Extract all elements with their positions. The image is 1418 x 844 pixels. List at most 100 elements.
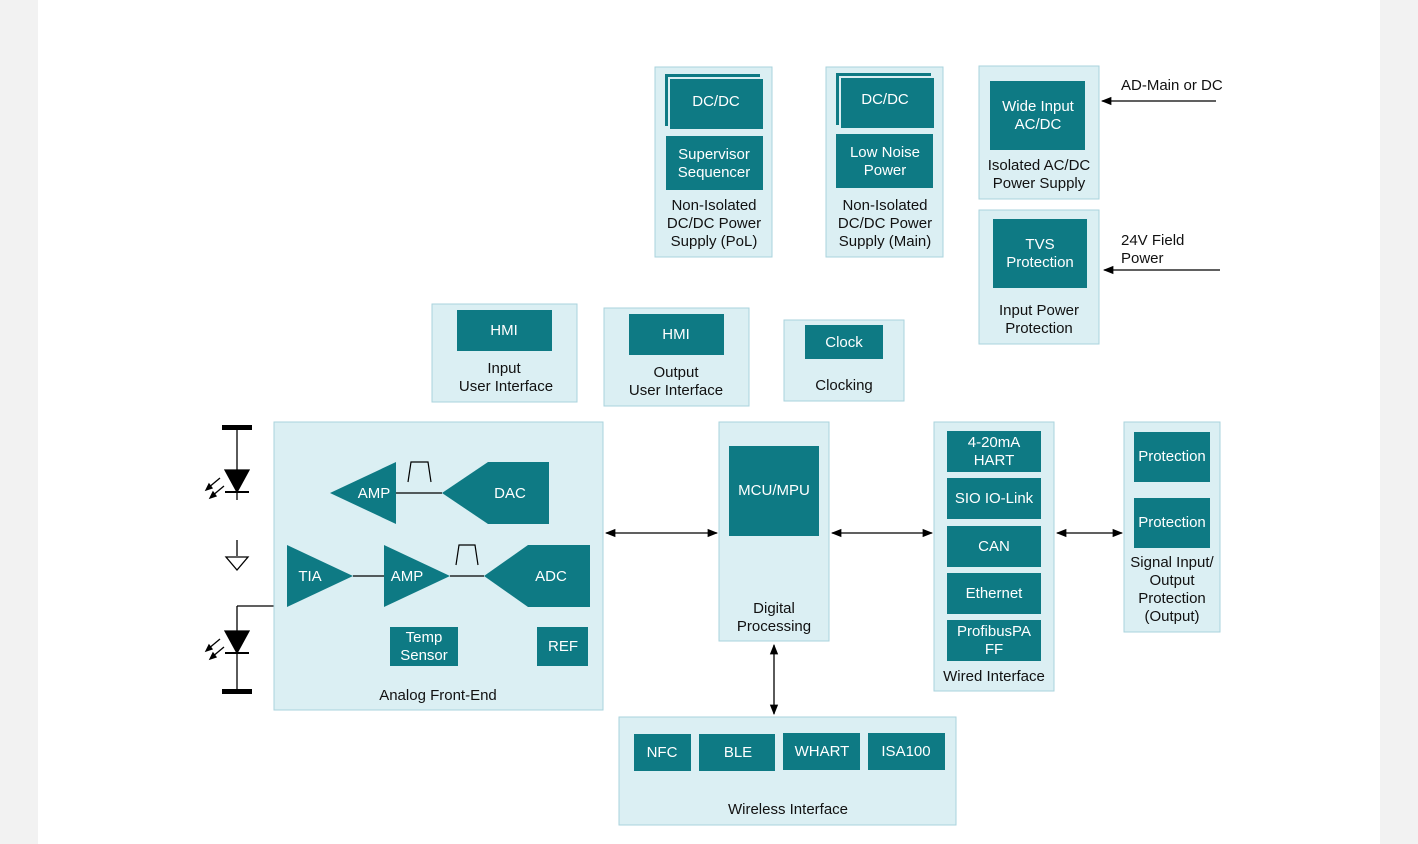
hart-chip bbox=[947, 431, 1041, 472]
can-label: CAN bbox=[978, 538, 1010, 555]
amp-label: AMP bbox=[391, 568, 424, 585]
hart-label-1: 4-20mA bbox=[968, 434, 1021, 451]
clock-label: Clock bbox=[825, 334, 863, 351]
can-chip bbox=[947, 526, 1041, 567]
isolated-caption-1: Isolated AC/DC bbox=[988, 157, 1091, 174]
diagram-canvas: DC/DC Supervisor Sequencer Non-Isolated … bbox=[38, 0, 1380, 844]
top-rail bbox=[222, 425, 252, 430]
afe-caption: Analog Front-End bbox=[379, 687, 497, 704]
protection-chip-1 bbox=[1134, 432, 1210, 482]
temp-sensor-label-2: Sensor bbox=[400, 647, 448, 664]
signal-caption-1: Signal Input/ bbox=[1130, 554, 1214, 571]
hmi-output-caption-1: Output bbox=[653, 364, 699, 381]
mcu-chip bbox=[729, 446, 819, 536]
amp-top-label: AMP bbox=[358, 485, 391, 502]
amp-top-triangle bbox=[330, 462, 396, 524]
wireless-caption: Wireless Interface bbox=[728, 801, 848, 818]
tvs-chip bbox=[993, 219, 1087, 288]
wired-caption: Wired Interface bbox=[943, 668, 1045, 685]
pol-caption-1: Non-Isolated bbox=[671, 197, 756, 214]
low-noise-label-2: Power bbox=[864, 162, 907, 179]
bottom-rail bbox=[222, 689, 252, 694]
low-noise-chip bbox=[836, 134, 933, 188]
supervisor-label-2: Sequencer bbox=[678, 164, 751, 181]
adc-shape bbox=[484, 545, 590, 607]
field-power-label-1: 24V Field bbox=[1121, 232, 1184, 249]
digital-caption-1: Digital bbox=[753, 600, 795, 617]
wide-input-label-1: Wide Input bbox=[1002, 98, 1075, 115]
main-caption-1: Non-Isolated bbox=[842, 197, 927, 214]
signal-caption-4: (Output) bbox=[1144, 608, 1199, 625]
clocking-block: Clock Clocking bbox=[783, 319, 905, 402]
tvs-label-1: TVS bbox=[1025, 236, 1054, 253]
sensor-circuit bbox=[204, 425, 274, 694]
ethernet-label: Ethernet bbox=[966, 585, 1024, 602]
tvs-label-2: Protection bbox=[1006, 254, 1074, 271]
ble-chip bbox=[699, 734, 775, 771]
input-protection-caption-1: Input Power bbox=[999, 302, 1079, 319]
hmi-input-label: HMI bbox=[490, 322, 518, 339]
main-dcdc-chip bbox=[839, 76, 936, 130]
wide-input-chip bbox=[990, 81, 1085, 150]
main-caption-3: Supply (Main) bbox=[839, 233, 932, 250]
nfc-label: NFC bbox=[647, 744, 678, 761]
profibus-label-2: FF bbox=[985, 641, 1003, 658]
analog-front-end-block: AMP DAC TIA AMP ADC Temp Sensor REF Anal… bbox=[273, 421, 604, 711]
mcu-label: MCU/MPU bbox=[738, 482, 810, 499]
wired-interface-block: 4-20mA HART SIO IO-Link CAN Ethernet Pro… bbox=[933, 421, 1055, 692]
profibus-chip bbox=[947, 620, 1041, 661]
isolated-power-block: Wide Input AC/DC Isolated AC/DC Power Su… bbox=[978, 65, 1100, 200]
hmi-input-chip bbox=[457, 310, 552, 351]
profibus-label-1: ProfibusPA bbox=[957, 623, 1031, 640]
dac-label: DAC bbox=[494, 485, 526, 502]
digital-caption-2: Processing bbox=[737, 618, 811, 635]
hmi-output-caption-2: User Interface bbox=[629, 382, 723, 399]
io-link-chip bbox=[947, 478, 1041, 519]
protection-label-1: Protection bbox=[1138, 448, 1206, 465]
input-protection-caption-2: Protection bbox=[1005, 320, 1073, 337]
signal-caption-2: Output bbox=[1149, 572, 1195, 589]
signal-protection-block: Protection Protection Signal Input/ Outp… bbox=[1123, 421, 1221, 633]
isolated-caption-2: Power Supply bbox=[993, 175, 1086, 192]
pol-dcdc-chip bbox=[668, 77, 765, 131]
bottom-photodiode-icon bbox=[223, 630, 251, 655]
ethernet-chip bbox=[947, 573, 1041, 614]
hmi-input-caption-1: Input bbox=[487, 360, 521, 377]
main-dcdc-label: DC/DC bbox=[861, 91, 909, 108]
digital-processing-block: MCU/MPU Digital Processing bbox=[718, 421, 830, 642]
ref-label: REF bbox=[548, 638, 578, 655]
amp-triangle bbox=[384, 545, 450, 607]
pol-dcdc-label: DC/DC bbox=[692, 93, 740, 110]
temp-sensor-chip bbox=[390, 627, 458, 666]
hmi-output-chip bbox=[629, 314, 724, 355]
hart-label-2: HART bbox=[974, 452, 1015, 469]
ac-input-label: AD-Main or DC bbox=[1121, 77, 1223, 94]
pol-power-block: DC/DC Supervisor Sequencer Non-Isolated … bbox=[654, 66, 773, 258]
filter-top-icon bbox=[407, 461, 432, 483]
tia-label: TIA bbox=[298, 568, 321, 585]
pol-caption-2: DC/DC Power bbox=[667, 215, 761, 232]
hmi-input-caption-2: User Interface bbox=[459, 378, 553, 395]
signal-caption-3: Protection bbox=[1138, 590, 1206, 607]
protection-label-2: Protection bbox=[1138, 514, 1206, 531]
filter-bottom-icon bbox=[455, 544, 479, 566]
isa100-label: ISA100 bbox=[881, 743, 930, 760]
field-power-label-2: Power bbox=[1121, 250, 1164, 267]
top-photodiode-icon bbox=[223, 469, 251, 494]
ble-label: BLE bbox=[724, 744, 752, 761]
temp-sensor-label-1: Temp bbox=[406, 629, 443, 646]
main-power-block: DC/DC Low Noise Power Non-Isolated DC/DC… bbox=[825, 66, 944, 258]
wireless-interface-block: NFC BLE WHART ISA100 Wireless Interface bbox=[618, 716, 957, 826]
input-protection-block: TVS Protection Input Power Protection bbox=[978, 209, 1100, 345]
supervisor-label-1: Supervisor bbox=[678, 146, 750, 163]
io-link-label: SIO IO-Link bbox=[955, 490, 1034, 507]
clocking-caption: Clocking bbox=[815, 377, 873, 394]
wide-input-label-2: AC/DC bbox=[1015, 116, 1062, 133]
hmi-output-label: HMI bbox=[662, 326, 690, 343]
main-caption-2: DC/DC Power bbox=[838, 215, 932, 232]
supervisor-chip bbox=[666, 136, 763, 190]
tia-triangle bbox=[287, 545, 353, 607]
hmi-input-block: HMI Input User Interface bbox=[431, 303, 578, 403]
isa100-chip bbox=[868, 733, 945, 770]
ref-chip bbox=[537, 627, 588, 666]
